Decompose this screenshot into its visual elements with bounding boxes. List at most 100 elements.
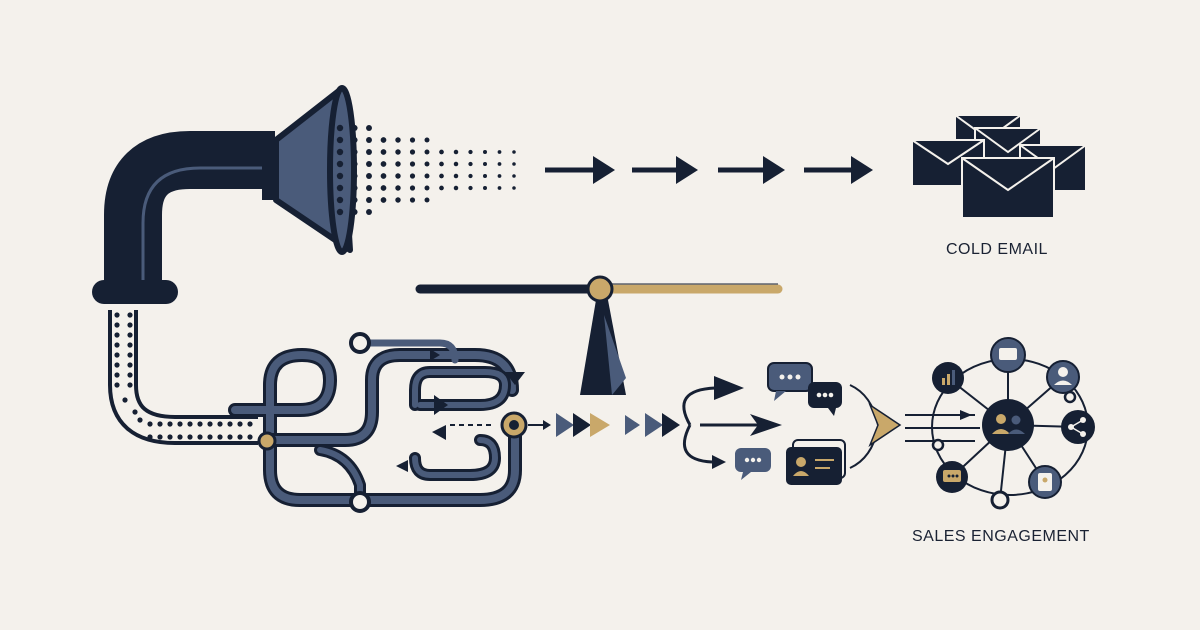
spray-dot xyxy=(395,185,401,191)
spray-dot xyxy=(380,173,387,179)
spray-dot xyxy=(439,149,444,155)
spray-dot xyxy=(409,173,416,179)
pipe-dot xyxy=(147,421,153,427)
pipe-dot xyxy=(167,421,173,427)
spray-dot xyxy=(468,173,473,179)
spray-dot xyxy=(424,185,430,191)
spray-dot xyxy=(366,173,372,179)
pipe-dot xyxy=(137,417,143,423)
spray-dot xyxy=(336,148,344,156)
pipe-dot xyxy=(114,342,120,348)
spray-dots xyxy=(336,124,516,216)
spray-dot xyxy=(380,149,387,155)
spray-dot xyxy=(512,150,516,154)
pipe-dot xyxy=(247,434,253,440)
envelope-icon xyxy=(911,114,1087,219)
pipe-dot xyxy=(114,312,120,318)
pipe-dot xyxy=(237,434,243,440)
spray-dot xyxy=(512,162,516,166)
gold-arrow xyxy=(868,403,902,447)
spray-dot xyxy=(351,184,358,192)
pipe-dot xyxy=(227,421,233,427)
pipe-dot xyxy=(127,352,133,358)
spray-dot xyxy=(468,161,473,167)
pipe-dot xyxy=(114,352,120,358)
pipe-dot xyxy=(207,434,213,440)
spray-dot xyxy=(336,172,344,180)
spray-dot xyxy=(439,173,444,179)
pipe-dot xyxy=(127,382,133,388)
spray-dot xyxy=(336,184,344,192)
pipe-dot xyxy=(207,421,213,427)
spray-dot xyxy=(380,197,387,203)
spray-dot xyxy=(483,186,487,190)
pipe-dot xyxy=(177,434,183,440)
spray-dot xyxy=(351,124,358,132)
pipe-dot xyxy=(127,332,133,338)
spray-dot xyxy=(366,137,372,143)
spray-dot xyxy=(351,172,358,180)
spray-dot xyxy=(497,150,502,154)
spray-dot xyxy=(424,197,430,203)
spray-dot xyxy=(366,185,372,191)
spray-dot xyxy=(380,137,387,143)
pipe-dot xyxy=(177,421,183,427)
spray-dot xyxy=(453,185,459,191)
spray-dot xyxy=(439,161,444,167)
branch-arrowheads xyxy=(712,376,782,469)
pipe-dot xyxy=(122,397,128,403)
pipe-dot xyxy=(127,342,133,348)
spray-dot xyxy=(453,149,459,155)
chat-bubble-icon xyxy=(735,362,842,480)
spray-dot xyxy=(366,149,372,155)
lower-pipe xyxy=(108,310,258,445)
spray-dot xyxy=(453,161,459,167)
pipe-dot xyxy=(127,312,133,318)
pipe-dot xyxy=(217,421,223,427)
pipe-dot xyxy=(114,322,120,328)
spray-dot xyxy=(497,174,502,178)
spray-dot xyxy=(512,186,516,190)
spray-dot xyxy=(336,208,344,216)
spray-dot xyxy=(336,196,344,204)
pipe-dot xyxy=(197,421,203,427)
spray-dot xyxy=(351,136,358,144)
spray-dot xyxy=(380,185,387,191)
spray-dot xyxy=(395,137,401,143)
spray-dot xyxy=(366,125,372,131)
spray-dot xyxy=(409,197,416,203)
spray-dot xyxy=(497,186,502,190)
spray-dot xyxy=(409,137,416,143)
spray-dot xyxy=(395,197,401,203)
spray-dot xyxy=(351,208,358,216)
pipe-dot xyxy=(114,362,120,368)
spray-dot xyxy=(336,160,344,168)
contact-card-icon xyxy=(786,439,846,485)
spray-dot xyxy=(336,136,344,144)
spray-dot xyxy=(424,161,430,167)
pipe-icon xyxy=(92,131,285,304)
spray-dot xyxy=(483,162,487,166)
spray-dot xyxy=(483,150,487,154)
converging-arcs xyxy=(849,384,879,469)
spray-dot xyxy=(351,196,358,204)
pipe-dot xyxy=(187,421,193,427)
pipe-dot xyxy=(237,421,243,427)
pipe-dot xyxy=(127,372,133,378)
pipe-dot xyxy=(217,434,223,440)
spray-dot xyxy=(468,149,473,155)
route-arrowheads xyxy=(396,349,525,472)
spray-dot xyxy=(409,161,416,167)
spray-dot xyxy=(336,124,344,132)
pipe-dot xyxy=(127,362,133,368)
spray-dot xyxy=(366,209,372,215)
balance-scale-icon xyxy=(415,275,783,395)
pipe-dot xyxy=(157,421,163,427)
pipe-dot xyxy=(187,434,193,440)
spray-dot xyxy=(409,185,416,191)
pipe-dot xyxy=(247,421,253,427)
spray-dot xyxy=(351,148,358,156)
spray-dot xyxy=(395,149,401,155)
pipe-dots xyxy=(114,312,253,440)
